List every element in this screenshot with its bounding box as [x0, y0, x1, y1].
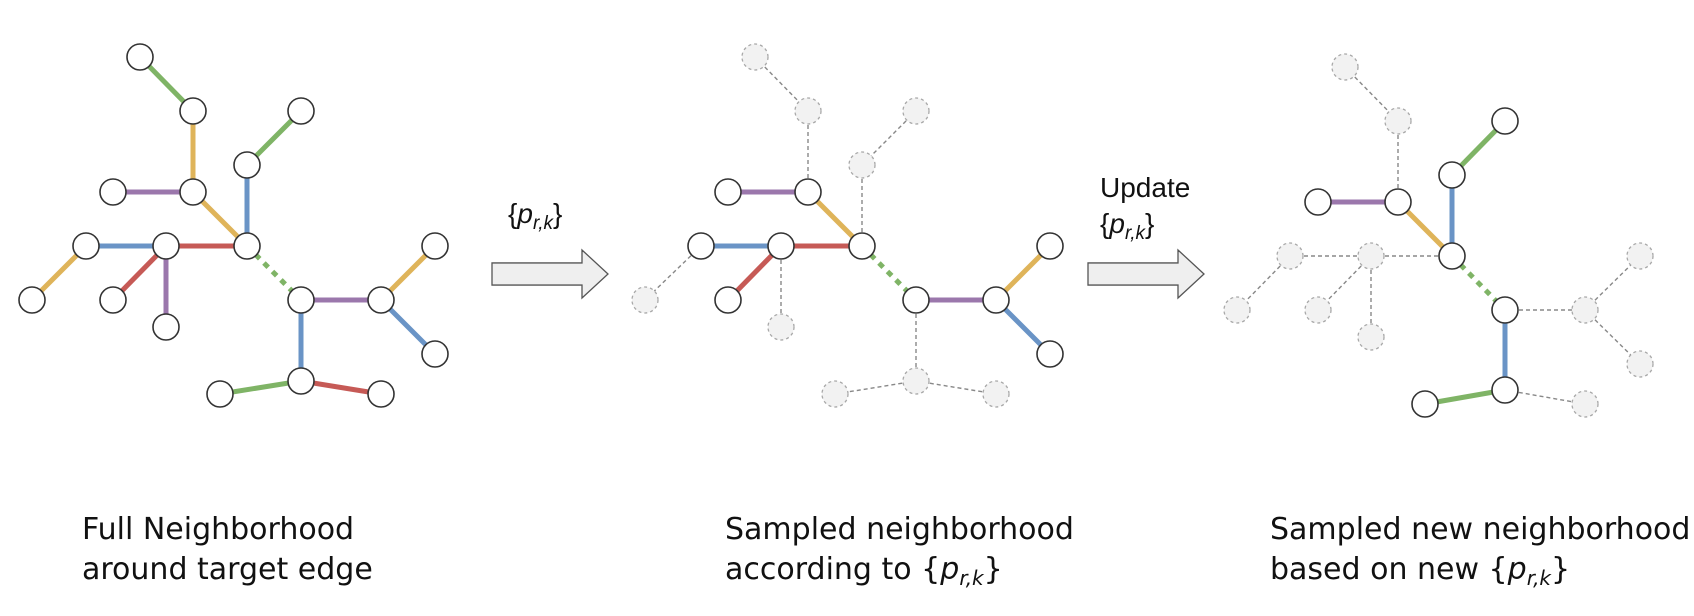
p2-node [848, 232, 876, 260]
p2-node [902, 286, 930, 314]
p3-node [1491, 107, 1519, 135]
p1-node [421, 340, 449, 368]
p2-unsampled-node [741, 43, 769, 71]
sampled-neighborhood-graph [631, 43, 1064, 408]
p2-unsampled-node [902, 97, 930, 125]
panel-1-caption-line-2: around target edge [82, 552, 373, 587]
p1-node [99, 286, 127, 314]
panel-3-caption-line-2: based on new {pr,k} [1270, 552, 1571, 590]
p2-node [794, 178, 822, 206]
p3-unsampled-node [1357, 242, 1385, 270]
panel-2-caption: Sampled neighborhood according to {pr,k} [725, 510, 1074, 598]
p1-node [72, 232, 100, 260]
p3-unsampled-node [1384, 107, 1412, 135]
p1-node [287, 97, 315, 125]
p3-node [1411, 390, 1439, 418]
p1-node [179, 178, 207, 206]
p2-node [714, 178, 742, 206]
p3-unsampled-node [1571, 296, 1599, 324]
p2-unsampled-node [982, 380, 1010, 408]
p3-node [1438, 161, 1466, 189]
panel-3-caption: Sampled new neighborhood based on new {p… [1270, 510, 1690, 598]
p3-node [1384, 188, 1412, 216]
p1-node [179, 97, 207, 125]
p3-unsampled-node [1626, 350, 1654, 378]
panel-3-caption-line-1: Sampled new neighborhood [1270, 512, 1691, 547]
arrows [491, 248, 1205, 300]
panel-3-caption-math: {pr,k} [1488, 552, 1571, 590]
p3-unsampled-node [1357, 323, 1385, 351]
p2-unsampled-node [848, 151, 876, 179]
p1-node [287, 286, 315, 314]
p3-unsampled-node [1571, 390, 1599, 418]
p2-unsampled-node [821, 380, 849, 408]
p2-node [1036, 340, 1064, 368]
arrow-2-update-text: Update [1100, 172, 1191, 203]
full-neighborhood-graph [18, 43, 449, 408]
p2-node [714, 286, 742, 314]
p1-node [287, 367, 315, 395]
p1-node [367, 286, 395, 314]
p1-node [18, 286, 46, 314]
p2-unsampled-node [767, 313, 795, 341]
p1-node [152, 232, 180, 260]
p1-node [206, 380, 234, 408]
arrow-1-icon [491, 248, 609, 300]
p1-node [152, 313, 180, 341]
p2-node [1036, 232, 1064, 260]
p3-node [1304, 188, 1332, 216]
panel-2-caption-line-2: according to {pr,k} [725, 552, 1003, 590]
p2-unsampled-node [794, 97, 822, 125]
arrow-2-label: Update {pr,k} [1100, 170, 1190, 252]
arrow-2-icon [1087, 248, 1205, 300]
p1-node [233, 151, 261, 179]
arrow-2-math: {pr,k} [1100, 208, 1155, 244]
p2-node [982, 286, 1010, 314]
p1-node [233, 232, 261, 260]
p3-unsampled-node [1223, 296, 1251, 324]
p2-node [687, 232, 715, 260]
p1-node [99, 178, 127, 206]
arrow-1-label: {pr,k} [508, 196, 562, 242]
p3-node [1438, 242, 1466, 270]
p3-unsampled-node [1304, 296, 1332, 324]
p3-unsampled-node [1276, 242, 1304, 270]
p3-node [1491, 376, 1519, 404]
new-sampled-neighborhood-graph [1223, 53, 1654, 418]
panel-1-caption: Full Neighborhood around target edge [82, 510, 373, 590]
p3-unsampled-node [1626, 242, 1654, 270]
p2-node [767, 232, 795, 260]
p1-node [126, 43, 154, 71]
p2-unsampled-node [902, 367, 930, 395]
p2-unsampled-node [631, 286, 659, 314]
p1-node [367, 380, 395, 408]
p3-node [1491, 296, 1519, 324]
panel-1-caption-line-1: Full Neighborhood [82, 512, 355, 547]
arrow-1-math: {pr,k} [508, 198, 563, 234]
p3-unsampled-node [1331, 53, 1359, 81]
panel-2-caption-math: {pr,k} [921, 552, 1003, 590]
p1-node [421, 232, 449, 260]
panel-2-caption-line-1: Sampled neighborhood [725, 512, 1074, 547]
